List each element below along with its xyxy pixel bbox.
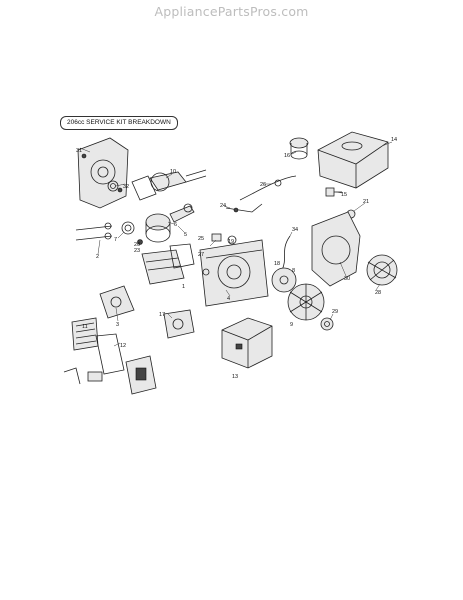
muffler-part [221, 317, 273, 369]
air-cleaner-cover-part [125, 355, 157, 395]
site-watermark: AppliancePartsPros.com [154, 4, 309, 19]
callout-2: 2 [96, 254, 99, 260]
fuel-tank-part [317, 131, 389, 189]
kit-breakdown-title: 206cc SERVICE KIT BREAKDOWN [60, 116, 178, 130]
callout-23: 23 [134, 248, 140, 254]
callout-5: 5 [184, 232, 187, 238]
callout-19: 19 [228, 239, 234, 245]
connecting-rod-part [169, 203, 195, 223]
callout-4: 4 [227, 296, 230, 302]
callout-20: 20 [134, 242, 140, 248]
gasket-part [131, 175, 157, 201]
cooling-fan-part [287, 283, 325, 321]
blower-housing-part [311, 211, 361, 287]
pre-filter-part [95, 333, 125, 375]
callout-3: 3 [116, 322, 119, 328]
filter-element-part [71, 317, 99, 351]
callout-9: 9 [290, 322, 293, 328]
piston-rings-part [121, 221, 135, 235]
callout-11: 11 [82, 324, 88, 330]
valve-set-part [75, 222, 113, 241]
callout-8: 8 [292, 268, 295, 274]
spring-part [227, 235, 237, 245]
callout-25: 25 [198, 236, 204, 242]
fuel-valve-part [325, 187, 342, 197]
crankshaft-part [149, 169, 207, 192]
ignition-module-part [211, 233, 222, 242]
throttle-lever-part [225, 203, 263, 213]
flywheel-part [271, 267, 297, 293]
callout-31: 31 [76, 148, 82, 154]
bracket-part [63, 367, 103, 385]
callout-12: 12 [120, 343, 126, 349]
callout-28: 28 [375, 290, 381, 296]
head-gasket-part [169, 243, 195, 269]
callout-18: 18 [274, 261, 280, 267]
callout-14: 14 [391, 137, 397, 143]
callout-6: 6 [174, 222, 177, 228]
callout-34: 34 [292, 227, 298, 233]
cylinder-head-part [141, 249, 185, 285]
callout-17: 17 [159, 312, 165, 318]
spark-plug-part [202, 268, 210, 276]
callout-32: 32 [123, 184, 129, 190]
callout-15: 15 [341, 192, 347, 198]
oil-seal-part [107, 180, 119, 192]
fuel-line-part [239, 175, 297, 201]
piston-part [145, 213, 171, 243]
callout-29: 29 [332, 309, 338, 315]
air-filter-base-part [99, 285, 135, 319]
bolt-part [137, 239, 143, 245]
callout-27: 27 [198, 252, 204, 258]
carburetor-part [163, 309, 195, 339]
ignition-wire-part [281, 235, 291, 271]
callout-13: 13 [232, 374, 238, 380]
recoil-starter-part [366, 254, 398, 286]
callout-7: 7 [114, 237, 117, 243]
callout-30: 30 [344, 276, 350, 282]
callout-16: 16 [284, 153, 290, 159]
callout-26: 26 [260, 182, 266, 188]
engine-block-part [199, 239, 269, 307]
callout-24: 24 [220, 203, 226, 209]
leader-lines [79, 141, 393, 347]
callout-1: 1 [182, 284, 185, 290]
flywheel-nut-part [320, 317, 334, 331]
callout-10: 10 [170, 169, 176, 175]
callout-numbers: 31 32 10 16 14 26 15 21 24 6 5 7 2 20 23… [76, 137, 397, 380]
filter-cap-part [289, 137, 309, 160]
crankcase-cover-part [77, 137, 129, 209]
callout-21: 21 [363, 199, 369, 205]
